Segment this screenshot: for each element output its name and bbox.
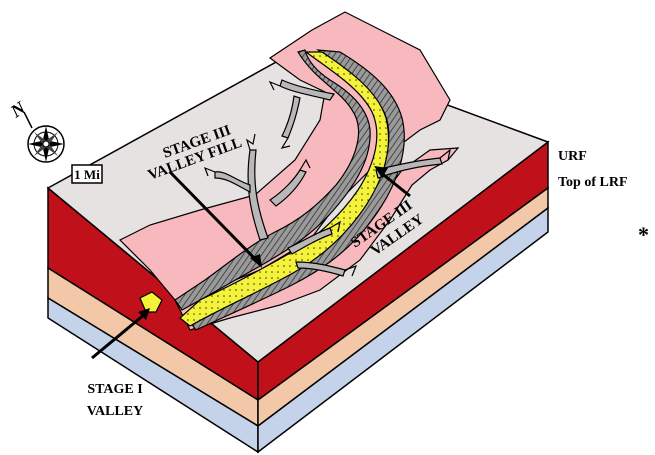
urf-label: URF [558,149,587,164]
stage1-valley-label-line1: STAGE I [87,382,142,397]
top-lrf-label: Top of LRF [558,175,628,190]
scale-box: 1 Mi [72,165,102,183]
stage1-valley-label-line2: VALLEY [87,404,144,419]
asterisk-mark: * [638,222,649,247]
north-label: N [6,97,30,122]
compass-rose-icon [28,126,64,162]
scale-label: 1 Mi [74,167,100,182]
